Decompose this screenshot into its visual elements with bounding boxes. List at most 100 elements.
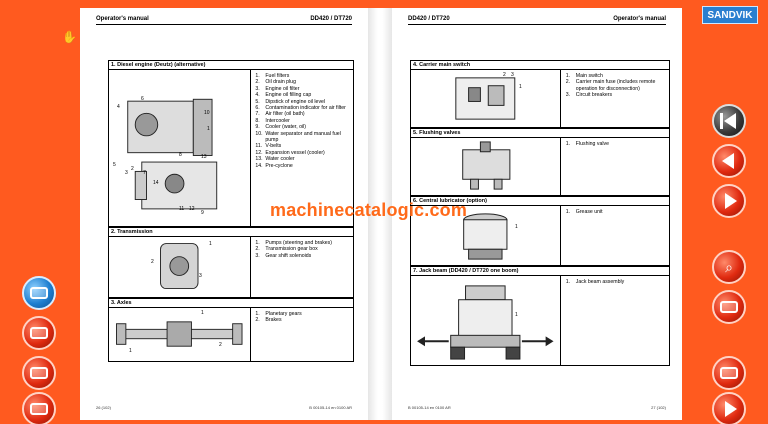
next-page-button[interactable] [712,184,746,218]
callout-label: 13 [201,154,207,160]
list-item: 10.Water separator and manual fuel pump [255,130,341,144]
fullscreen-icon [30,403,48,415]
list-item: 1.Planetary gears [255,311,302,317]
list-item: 13.Water cooler [255,156,295,163]
callout-label: 1 [519,84,522,90]
lubricator-drawing [463,213,508,260]
list-item: 2.Oil drain plug [255,79,296,86]
list-item: 2.Carrier main fuse (includes remote ope… [565,79,656,92]
parts-list: 1.Flushing valve [566,141,667,147]
callout-label: 7 [143,170,146,176]
axle-drawing [116,321,243,347]
page-footer: B 00105-14 en 0100 AR 27 (102) [408,405,666,410]
page-header-title: Operator's manual [613,16,666,22]
close-icon [720,367,738,379]
page-header-model: DD420 / DT720 [310,16,352,22]
list-item: 2.Brakes [255,317,282,324]
arrow-left-icon [721,153,734,169]
parts-list: 1.Main switch 2.Carrier main fuse (inclu… [566,73,667,99]
callout-label: 10 [204,110,210,116]
page-footer: 26 (102) B 00105-14 en 0100 AR [96,405,352,410]
list-item: 1.Pumps (steering and brakes) [255,240,332,246]
list-item: 12.Expansion vessel (cooler) [255,149,325,156]
list-item: 6.Contamination indicator for air filter [255,105,346,112]
page-header-title: Operator's manual [96,16,149,22]
callout-label: 2 [503,72,506,78]
callout-label: 5 [113,162,116,168]
list-item: 1.Fuel filters [255,73,290,79]
main-switch-figure: 2 3 1 [411,70,561,127]
right-nav-panel: SANDVIK ⌕ [690,0,768,424]
left-nav-panel: ✋ [0,0,78,424]
callout-label: 1 [515,224,518,230]
callout-label: 12 [189,206,195,212]
list-item: 1.Main switch [565,73,603,79]
search-button[interactable]: ⌕ [712,250,746,284]
page-number: 27 (102) [651,405,666,410]
jack-beam-drawing [417,285,554,360]
flushing-valve-figure [411,138,561,195]
manual-page-right: DD420 / DT720 Operator's manual 4. Carri… [392,8,682,420]
section-flushing-valves: 5. Flushing valves 1.Flushing valve [410,128,670,196]
list-item: 7.Air filter (oil bath) [255,111,305,118]
view-single-page-button[interactable] [22,276,56,310]
callout-label: 1 [129,348,132,354]
section-title: 2. Transmission [109,228,353,237]
list-item: 3.Engine oil filter [255,85,300,92]
printer-icon [720,301,738,313]
list-item: 3.Gear shift solenoids [255,252,312,259]
arrow-right-icon [724,193,737,209]
callout-label: 2 [219,342,222,348]
section-title: 1. Diesel engine (Deutz) (alternative) [109,61,353,70]
callout-label: 2 [131,166,134,172]
list-item: 5.Dipstick of engine oil level [255,98,326,105]
main-switch-drawing [455,77,516,120]
view-double-page-button[interactable] [22,316,56,350]
section-title: 4. Carrier main switch [411,61,669,70]
callout-label: 6 [141,96,144,102]
callout-label: 8 [179,152,182,158]
document-code: B 00105-14 en 0100 AR [309,405,352,410]
callout-label: 11 [179,206,185,212]
callout-label: 1 [201,310,204,316]
section-axles: 3. Axles 1 2 1 1.Planetary gears 2.Brake… [108,298,354,362]
view-fit-button[interactable] [22,356,56,390]
callout-label: 1 [207,126,210,132]
list-item: 9.Cooler (water, oil) [255,124,307,131]
sandvik-logo: SANDVIK [702,6,758,24]
page-view-icon [30,287,48,299]
callout-label: 1 [515,312,518,318]
document-code: B 00105-14 en 0100 AR [408,405,451,410]
previous-page-button[interactable] [712,144,746,178]
first-page-bar-icon [719,113,723,129]
section-title: 6. Central lubricator (option) [411,197,669,206]
manual-page-left: Operator's manual DD420 / DT720 1. Diese… [80,8,368,420]
list-item: 1.Grease unit [565,209,603,215]
parts-list: 1.Planetary gears 2.Brakes [255,311,351,324]
section-diesel-engine: 1. Diesel engine (Deutz) (alternative) 4… [108,60,354,227]
hand-cursor-icon: ✋ [62,30,77,44]
callout-label: 9 [201,210,204,216]
callout-label: 4 [117,104,120,110]
list-item: 2.Transmission gear box [255,246,318,253]
section-carrier-main-switch: 4. Carrier main switch 2 3 1 1.Main swit… [410,60,670,128]
axle-figure: 1 2 1 [109,308,251,361]
parts-list: 1.Fuel filters 2.Oil drain plug 3.Engine… [255,73,351,169]
list-item: 8.Intercooler [255,117,290,124]
first-page-button[interactable] [712,104,746,138]
section-central-lubricator: 6. Central lubricator (option) 1 1.Greas… [410,196,670,266]
list-item: 3.Circuit breakers [565,92,613,99]
list-item: 4.Engine oil filling cap [255,92,312,99]
page-number: 26 (102) [96,405,111,410]
page-header: Operator's manual DD420 / DT720 [96,16,352,25]
exit-button[interactable] [712,392,746,424]
print-button[interactable] [712,290,746,324]
section-transmission: 2. Transmission 1 2 3 1.Pumps (steering … [108,227,354,298]
callout-label: 3 [199,273,202,279]
section-title: 3. Axles [109,299,353,308]
list-item: 11.V-belts [255,143,282,150]
parts-list: 1.Pumps (steering and brakes) 2.Transmis… [255,240,351,259]
view-full-button[interactable] [22,392,56,424]
close-button[interactable] [712,356,746,390]
